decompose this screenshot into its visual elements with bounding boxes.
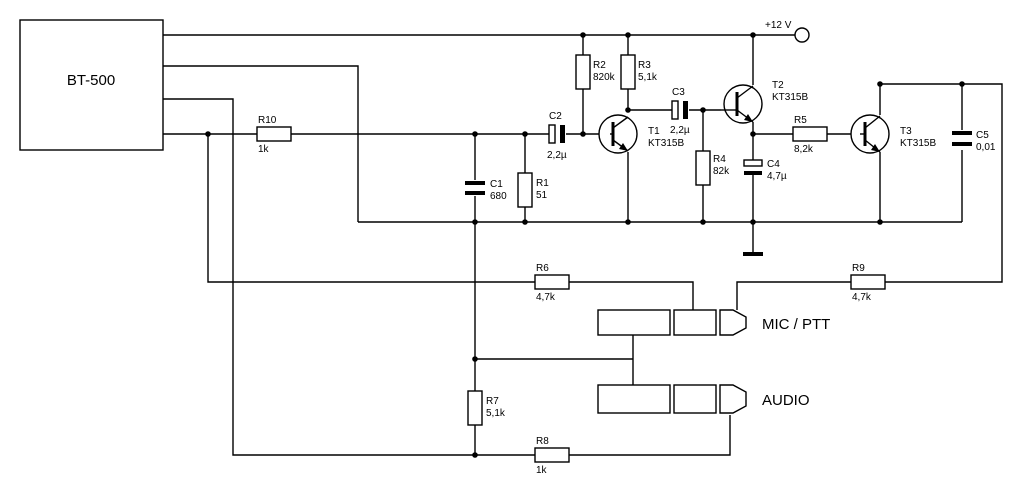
capacitor-c1: C1 680 [465,179,507,202]
wires [163,34,1003,456]
connector-mic-ptt: MIC / PTT [597,309,830,336]
transistor-t3: T3 KT315B [850,114,936,154]
svg-text:KT315B: KT315B [648,138,684,149]
supply-label: +12 V [765,20,792,31]
svg-text:4,7k: 4,7k [852,292,872,303]
resistor-r5: R5 8,2k [792,115,828,155]
svg-text:C1: C1 [490,179,503,190]
connector-audio: AUDIO [597,384,810,414]
svg-text:R2: R2 [593,60,606,71]
resistor-r7: R7 5,1k [467,390,506,426]
junctions [205,32,965,458]
svg-text:1k: 1k [536,465,548,476]
ground-symbol [743,252,763,256]
svg-text:680: 680 [490,191,507,202]
resistor-r4: R4 82k [695,150,730,186]
svg-text:1k: 1k [258,144,270,155]
svg-text:0,01: 0,01 [976,142,996,153]
svg-text:2,2µ: 2,2µ [547,150,567,161]
svg-text:R5: R5 [794,115,807,126]
svg-text:R7: R7 [486,396,499,407]
svg-text:51: 51 [536,190,548,201]
resistor-r1: R1 51 [517,172,549,208]
svg-text:KT315B: KT315B [772,92,808,103]
bt500-label: BT-500 [67,72,115,89]
capacitor-c2: C2 2,2µ [547,111,567,161]
capacitor-c5: C5 0,01 [952,130,996,153]
supply-terminal: +12 V [765,20,810,43]
capacitor-c4: C4 4,7µ [743,159,787,182]
resistor-r2: R2 820k [575,54,616,90]
resistor-r6: R6 4,7k [534,263,570,303]
resistor-r9: R9 4,7k [850,263,886,303]
svg-text:4,7µ: 4,7µ [767,171,787,182]
capacitor-c3: C3 2,2µ [670,87,690,136]
svg-text:C5: C5 [976,130,989,141]
svg-text:5,1k: 5,1k [486,408,506,419]
transistor-t1: T1 KT315B [598,114,684,154]
svg-text:R10: R10 [258,115,277,126]
resistor-r3: R3 5,1k [620,54,658,90]
svg-text:T3: T3 [900,126,912,137]
resistor-r8: R8 1k [534,436,570,476]
svg-text:R6: R6 [536,263,549,274]
resistor-r10: R10 1k [256,115,292,155]
svg-text:R4: R4 [713,154,726,165]
svg-text:R1: R1 [536,178,549,189]
svg-text:T2: T2 [772,80,784,91]
svg-text:C2: C2 [549,111,562,122]
svg-text:R9: R9 [852,263,865,274]
svg-text:R8: R8 [536,436,549,447]
svg-text:820k: 820k [593,72,616,83]
svg-text:82k: 82k [713,166,730,177]
svg-text:8,2k: 8,2k [794,144,814,155]
svg-text:C3: C3 [672,87,685,98]
svg-text:4,7k: 4,7k [536,292,556,303]
svg-text:5,1k: 5,1k [638,72,658,83]
svg-text:R3: R3 [638,60,651,71]
svg-text:2,2µ: 2,2µ [670,125,690,136]
bt500-module: BT-500 [19,19,164,151]
svg-text:T1: T1 [648,126,660,137]
svg-text:KT315B: KT315B [900,138,936,149]
transistor-t2: T2 KT315B [721,80,808,124]
svg-text:C4: C4 [767,159,780,170]
mic-ptt-label: MIC / PTT [762,316,830,333]
audio-label: AUDIO [762,392,810,409]
